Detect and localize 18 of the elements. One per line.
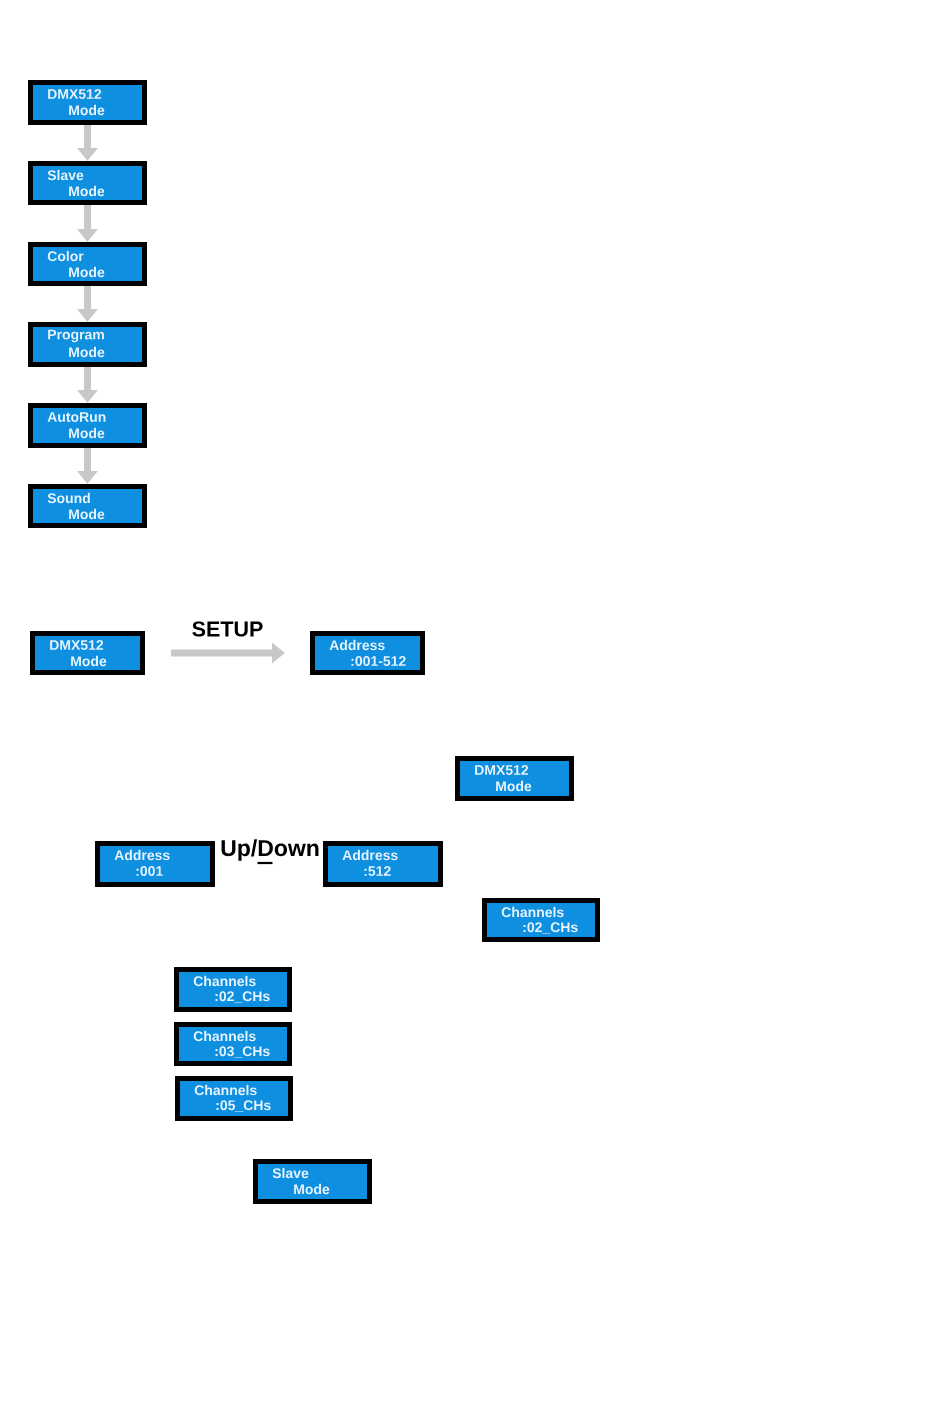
edge-label: SETUP	[190, 620, 265, 638]
text-label: Up/Down	[221, 839, 319, 865]
lcd-display: Color Mode	[28, 242, 147, 286]
lcd-display: Address :001	[95, 841, 215, 887]
lcd-display: Sound Mode	[28, 484, 147, 528]
lcd-display: DMX512 Mode	[28, 80, 147, 125]
lcd-display: Channels :05_CHs	[175, 1076, 293, 1121]
lcd-display: Channels :02_CHs	[174, 967, 292, 1012]
lcd-display: DMX512 Mode	[30, 631, 145, 675]
lcd-display: Slave Mode	[28, 161, 147, 205]
lcd-display: Address :512	[323, 841, 443, 887]
lcd-display: Slave Mode	[253, 1159, 372, 1204]
lcd-display: AutoRun Mode	[28, 403, 147, 448]
lcd-display: Channels :02_CHs	[482, 898, 600, 942]
lcd-display: DMX512 Mode	[455, 756, 574, 801]
lcd-display: Address :001-512	[310, 631, 425, 675]
lcd-display: Channels :03_CHs	[174, 1022, 292, 1066]
lcd-display: Program Mode	[28, 322, 147, 367]
